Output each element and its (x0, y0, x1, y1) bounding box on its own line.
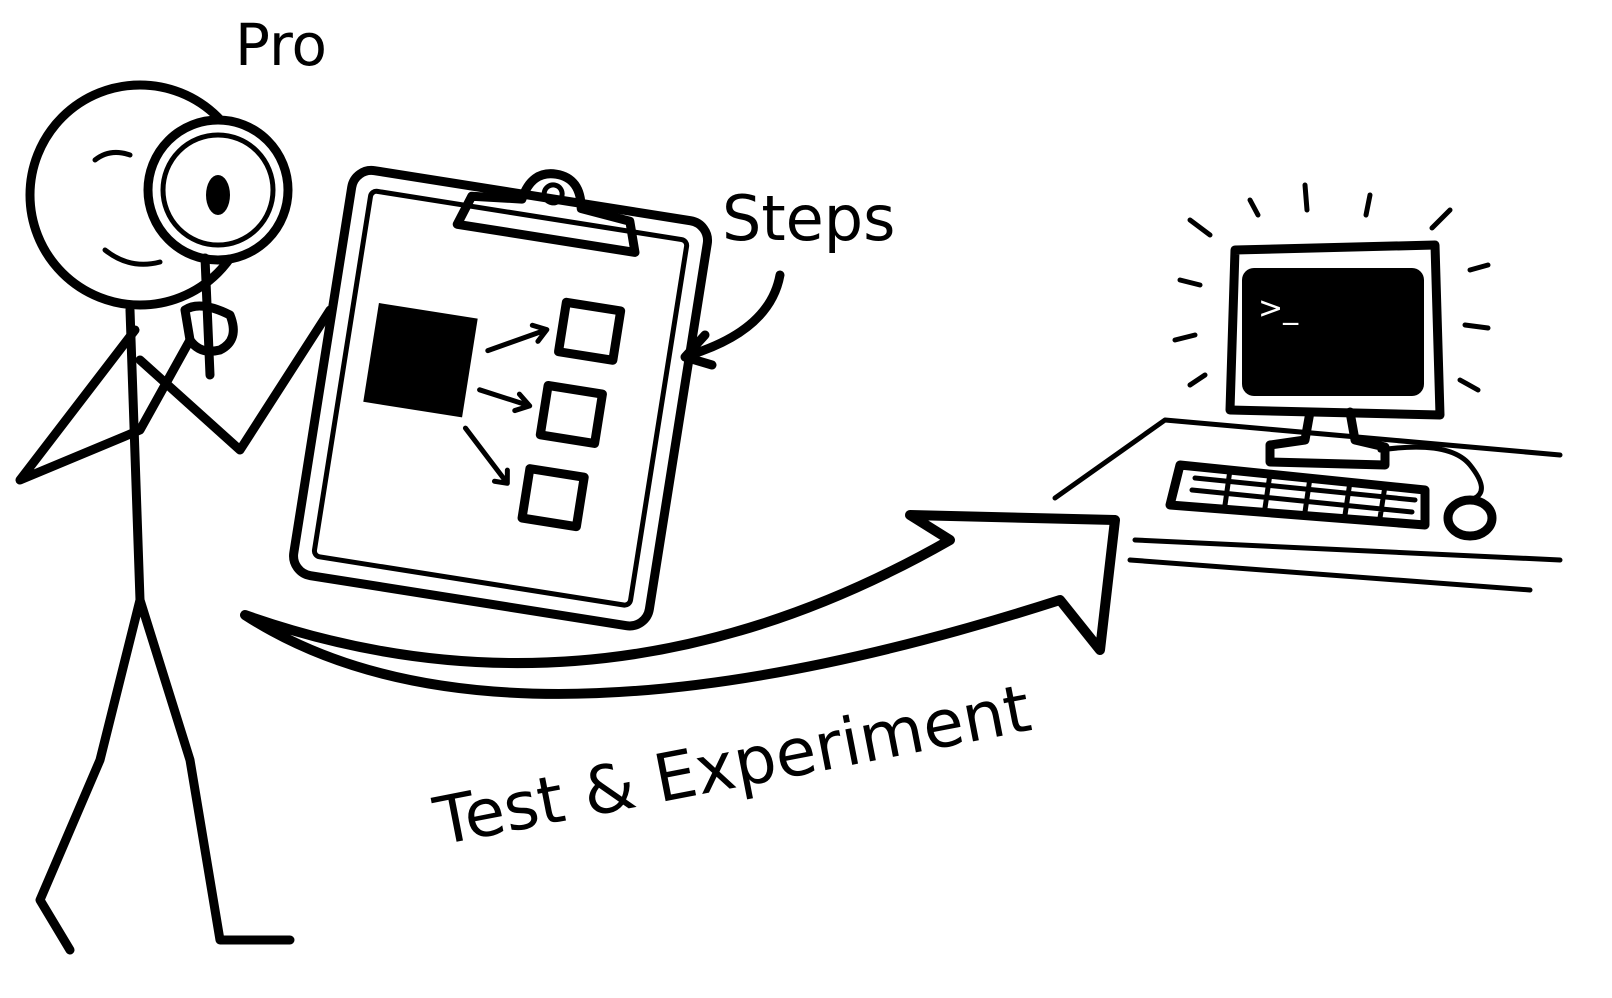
terminal-prompt: >_ (1258, 291, 1299, 326)
step-box (554, 297, 626, 365)
monitor-screen (1242, 268, 1424, 396)
clip (452, 169, 640, 257)
pro-label: Pro (235, 11, 327, 79)
mouse-cable (1377, 444, 1484, 501)
step-box (517, 464, 589, 532)
arm-right (135, 305, 335, 455)
monitor (1225, 240, 1445, 420)
clipboard (289, 165, 713, 631)
step-arrow (477, 387, 533, 414)
step-box (535, 380, 607, 448)
test-arrow (240, 510, 1120, 699)
computer-icon: >_ (1165, 182, 1497, 541)
arm-left (15, 325, 195, 485)
stick-figure (15, 80, 335, 955)
body-leg-left (35, 305, 145, 955)
monitor-stand (1265, 407, 1390, 470)
steps-label: Steps (722, 182, 895, 255)
glow-rays (1172, 182, 1491, 393)
source-box (363, 302, 478, 418)
eyebrow (92, 149, 133, 163)
smile (102, 247, 163, 267)
mouse-icon (1443, 495, 1497, 541)
magnifying-glass-icon (143, 115, 293, 380)
desk (1052, 417, 1563, 593)
test-experiment-label: Test & Experiment (427, 670, 1036, 861)
steps-pointer-arrow (680, 270, 785, 370)
step-arrow (485, 322, 550, 354)
step-arrow (462, 425, 510, 486)
hand (180, 301, 238, 356)
leg-right (135, 595, 295, 945)
keyboard-icon (1165, 460, 1430, 530)
